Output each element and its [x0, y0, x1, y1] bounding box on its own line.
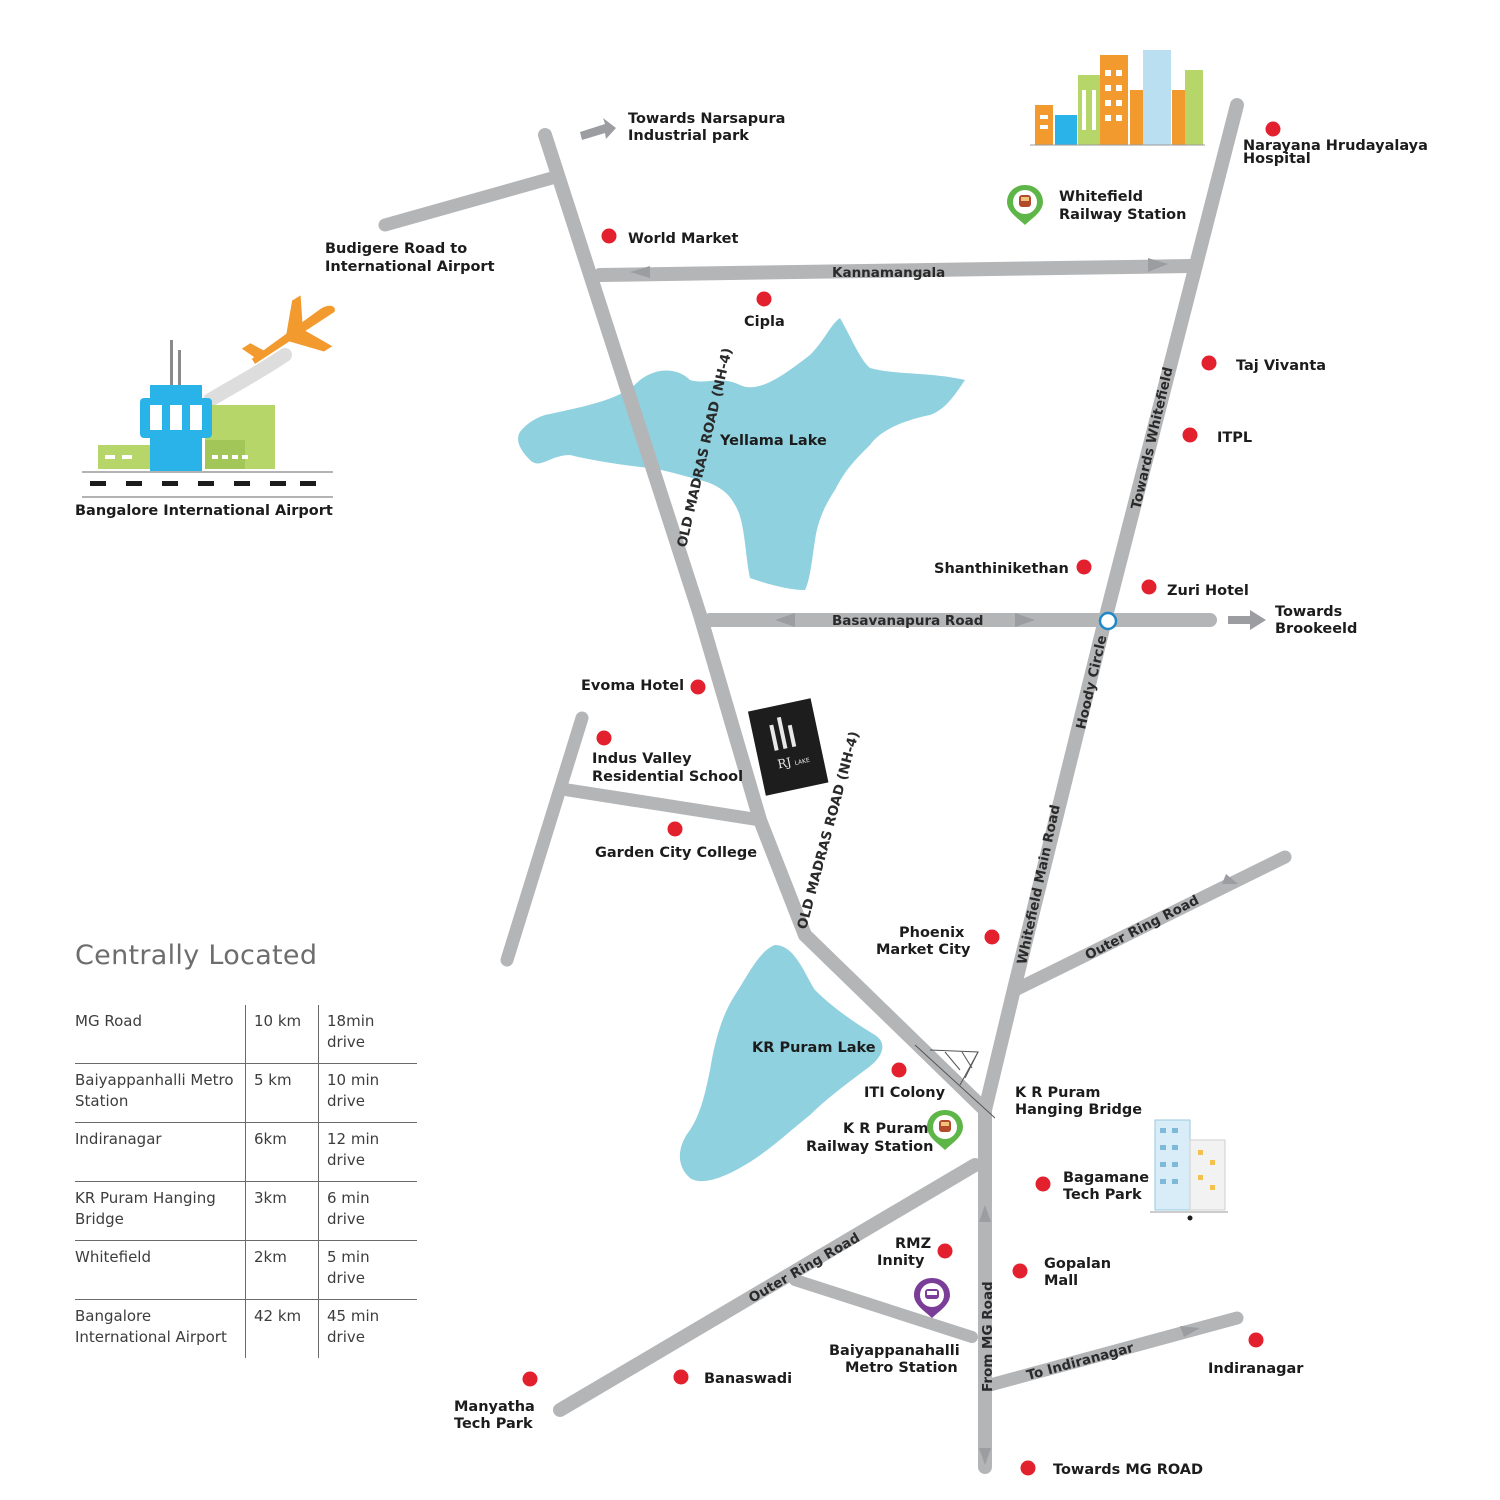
label-world-market: World Market [628, 231, 738, 247]
road-label-from-mg: From MG Road [980, 1281, 996, 1392]
distance-cell: 6km [245, 1122, 319, 1182]
label-garden-city: Garden City College [595, 845, 757, 861]
project-logo-sub: LAKE [794, 757, 811, 767]
label-indiranagar: Indiranagar [1208, 1361, 1304, 1377]
label-brookefield: Towards Brookeeld [1275, 604, 1357, 637]
label-banaswadi: Banaswadi [704, 1371, 792, 1387]
label-phoenix: Phoenix Market City [876, 925, 971, 958]
project-logo-name: RJ [776, 755, 793, 772]
place-cell: Baiyappanhalli Metro Station [75, 1071, 234, 1110]
place-cell: Bangalore International Airport [75, 1307, 227, 1346]
drive-time-cell: 18min drive [318, 1005, 417, 1064]
label-airport: Bangalore International Airport [75, 503, 333, 519]
label-evoma: Evoma Hotel [581, 678, 684, 694]
railway-pin-icon [927, 1110, 963, 1150]
label-rmz: RMZ Innity [877, 1236, 936, 1269]
label-indus: Indus Valley Residential School [592, 751, 743, 785]
label-narayana: Narayana Hrudayalaya Hospital [1243, 138, 1433, 167]
poi-dots [522, 121, 1281, 1476]
road-label-hoody-circle: Hoody Circle [1073, 634, 1110, 731]
project-logo-marker: RJ LAKE [747, 698, 829, 796]
label-manyatha: Manyatha Tech Park [454, 1399, 540, 1432]
drive-time-cell: 6 min drive [318, 1181, 417, 1241]
road-label-kannamangala: Kannamangala [832, 265, 945, 281]
metro-pin-icon [914, 1278, 950, 1318]
road-label-outer-ring-1: Outer Ring Road [1083, 892, 1202, 963]
office-building-illustration [1150, 1119, 1228, 1221]
label-yellama-lake: Yellama Lake [719, 433, 827, 449]
label-iti: ITI Colony [864, 1085, 946, 1101]
hanging-bridge-icon [914, 1044, 996, 1119]
label-cipla: Cipla [744, 314, 785, 330]
road-label-to-indiranagar: To Indiranagar [1025, 1340, 1136, 1384]
label-gopalan: Gopalan Mall [1044, 1256, 1116, 1289]
label-bagamane: Bagamane Tech Park [1063, 1170, 1154, 1203]
kr-puram-lake [679, 945, 883, 1182]
distance-cell: 42 km [245, 1299, 319, 1358]
label-baiyappanahalli: Baiyappanahalli Metro Station [829, 1343, 965, 1376]
drive-time-cell: 10 min drive [318, 1063, 417, 1123]
airport-illustration [82, 295, 335, 498]
distance-cell: 10 km [245, 1005, 319, 1064]
road-label-whitefield-main: Whitefield Main Road [1014, 803, 1064, 966]
label-whitefield-station: Whitefield Railway Station [1059, 189, 1186, 223]
drive-time-cell: 5 min drive [318, 1240, 417, 1300]
railway-pin-icon [1007, 185, 1043, 225]
label-kr-station: K R Puram Railway Station [806, 1121, 934, 1155]
drive-time-cell: 12 min drive [318, 1122, 417, 1182]
road-arrows [580, 118, 1266, 1465]
distance-table-title: Centrally Located [75, 940, 318, 971]
hoody-circle-marker [1098, 611, 1118, 631]
distance-cell: 2km [245, 1240, 319, 1300]
label-taj: Taj Vivanta [1236, 358, 1326, 374]
place-cell: KR Puram Hanging Bridge [75, 1189, 216, 1228]
distance-cell: 3km [245, 1181, 319, 1241]
label-budigere: Budigere Road to International Airport [325, 241, 495, 275]
road-label-towards-whitefield: Towards Whitefield [1128, 365, 1176, 510]
label-kr-puram-lake: KR Puram Lake [752, 1040, 876, 1056]
yellama-lake [518, 318, 965, 590]
city-skyline-illustration [1030, 50, 1205, 146]
label-shanthinikethan: Shanthinikethan [934, 561, 1069, 577]
label-kr-bridge: K R Puram Hanging Bridge [1015, 1085, 1142, 1118]
place-cell: Whitefield [75, 1248, 151, 1266]
label-narsapura: Towards Narsapura Industrial park [628, 111, 791, 144]
place-cell: Indiranagar [75, 1130, 162, 1148]
label-itpl: ITPL [1217, 430, 1252, 446]
distance-cell: 5 km [245, 1063, 319, 1123]
label-towards-mg: Towards MG ROAD [1053, 1462, 1203, 1478]
place-cell: MG Road [75, 1012, 142, 1030]
label-zuri: Zuri Hotel [1167, 583, 1249, 599]
drive-time-cell: 45 min drive [318, 1299, 417, 1358]
road-label-basavanapura: Basavanapura Road [832, 613, 983, 629]
